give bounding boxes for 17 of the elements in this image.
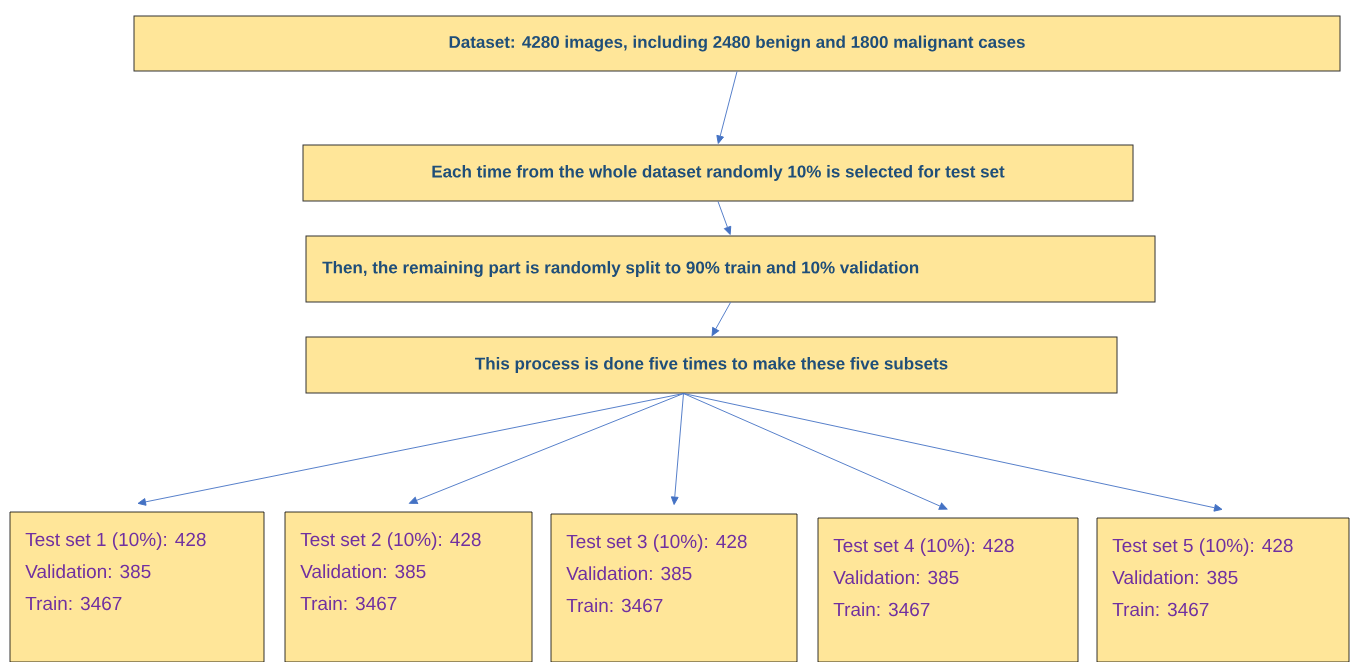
arrow: [683, 393, 1223, 512]
arrow: [409, 393, 684, 505]
subset-box: Test set 1 (10%): 428 Validation: 385 Train: 3467: [9, 511, 265, 662]
subset-box: Test set 3 (10%): 428 Validation: 385 Train: 3467: [550, 513, 798, 662]
arrow: [711, 302, 731, 336]
process-box: This process is done five times to make these five subsets: [305, 336, 1118, 394]
process-box: Then, the remaining part is randomly split to 90% train and 10% validation: [305, 235, 1156, 303]
subset-box: Test set 2 (10%): 428 Validation: 385 Train: 3467: [284, 511, 533, 662]
arrow: [717, 201, 732, 235]
subset-box: Test set 4 (10%): 428 Validation: 385 Train: 3467: [817, 517, 1079, 662]
process-box: Dataset: 4280 images, including 2480 benign and 1800 malignant cases: [133, 15, 1341, 72]
arrow: [670, 393, 684, 505]
process-box: Each time from the whole dataset randomly 10% is selected for test set: [302, 144, 1134, 202]
subset-box: Test set 5 (10%): 428 Validation: 385 Train: 3467: [1096, 517, 1350, 662]
arrow: [137, 393, 684, 506]
arrow: [683, 393, 948, 510]
arrow: [716, 71, 738, 144]
